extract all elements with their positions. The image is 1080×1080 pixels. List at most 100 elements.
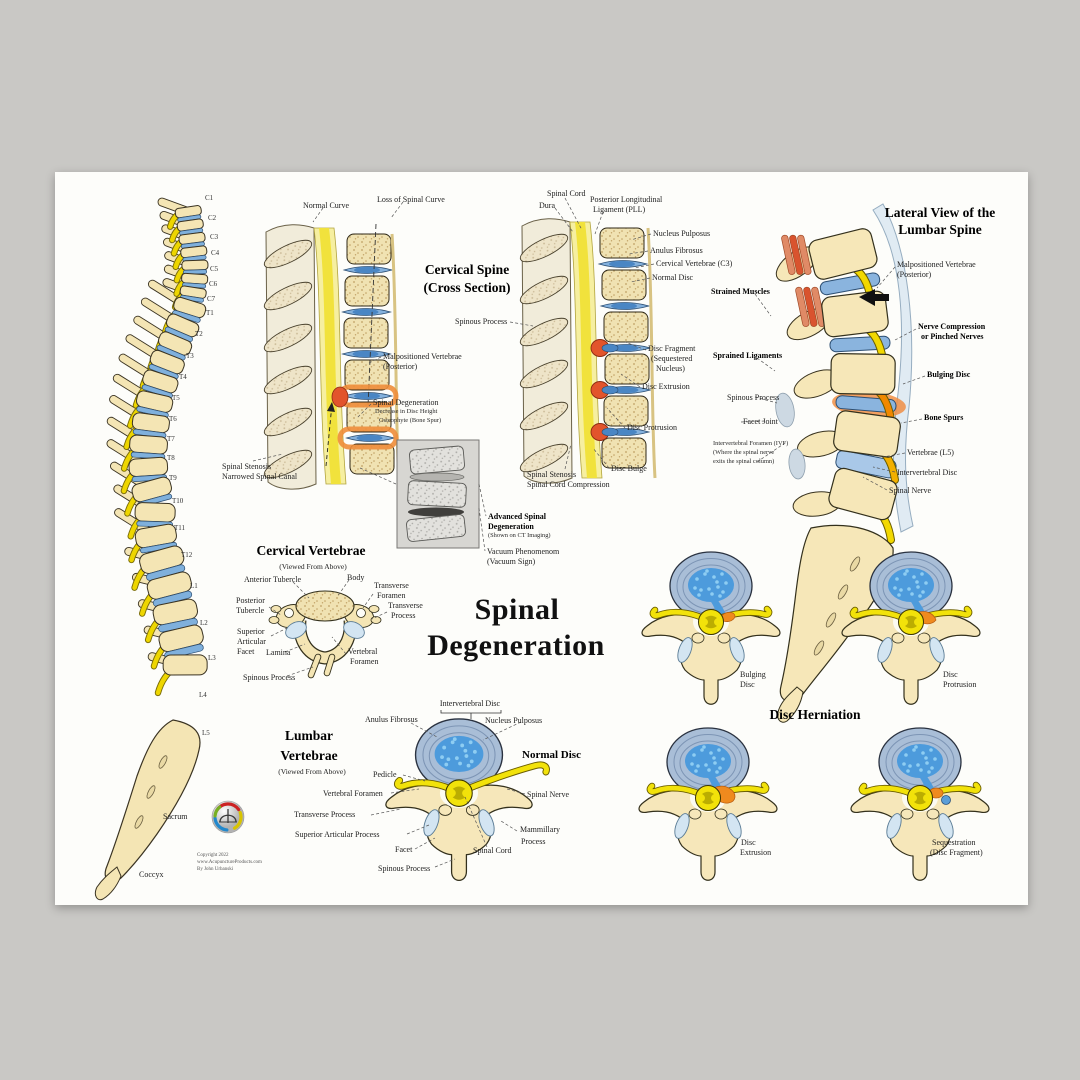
bulging-disc-illustration	[641, 551, 781, 705]
label-spinal-nerve: Spinal Nerve	[527, 790, 569, 799]
label-sacrum: Sacrum	[163, 812, 188, 821]
spine-level-label: C1	[205, 194, 214, 202]
main-title-line-2: Degeneration	[427, 629, 605, 662]
label-mammillary-1: Mammillary	[520, 825, 560, 834]
label-spinal-cord: Spinal Cord	[473, 846, 512, 855]
label-stenosis-2: Spinal Cord Compression	[527, 480, 610, 489]
spine-level-label: T10	[172, 497, 184, 505]
label-lamina: Lamina	[266, 648, 291, 657]
label-transverse-foramen-1: Transverse	[374, 581, 409, 590]
spine-level-label: T6	[169, 415, 177, 423]
label-mammillary-2: Process	[521, 837, 546, 846]
spine-level-label: T4	[179, 373, 187, 381]
label-spinous-process: Spinous Process	[727, 393, 780, 402]
label-advanced-1: Advanced Spinal	[488, 512, 547, 521]
label-spinal-cord: Spinal Cord	[547, 189, 586, 198]
cervical-cross-section-2	[519, 218, 657, 484]
lumbar-vertebrae-subtitle: (Viewed From Above)	[278, 767, 346, 776]
spine-level-label: C6	[209, 280, 218, 288]
copyright-line-2: www.AcupunctureProducts.com	[197, 860, 262, 865]
label-pedicle: Pedicle	[373, 770, 397, 779]
cervical-vertebrae-subtitle: (Viewed From Above)	[279, 562, 347, 571]
label-stenosis-1: Spinal Stenosis	[527, 470, 577, 479]
label-advanced-3: (Shown on CT Imaging)	[488, 532, 551, 539]
cervical-cross-section-title-1: Cervical Spine	[424, 262, 510, 277]
normal-disc-illustration	[385, 718, 550, 881]
label-anterior-tubercle: Anterior Tubercle	[244, 575, 302, 584]
label-strained-muscles: Strained Muscles	[711, 287, 770, 296]
label-dura: Dura	[539, 201, 555, 210]
label-superior-articular-process: Superior Articular Process	[295, 830, 380, 839]
label-extrusion-1: Disc	[741, 838, 756, 847]
label-posterior-tubercle-2: Tubercle	[236, 606, 265, 615]
label-disc-bulge: Disc Bulge	[611, 464, 647, 473]
label-transverse-process-1: Transverse	[388, 601, 423, 610]
label-sequestration-1: Sequestration	[932, 838, 976, 847]
label-pll-2: Ligament (PLL)	[593, 205, 646, 214]
label-nucleus-pulposus: Nucleus Pulposus	[653, 229, 711, 238]
label-degeneration-1: Spinal Degeneration	[373, 398, 439, 407]
spine-level-label: C2	[208, 214, 217, 222]
label-transverse-foramen-2: Foramen	[377, 591, 406, 600]
normal-disc-label: Normal Disc	[522, 749, 581, 761]
cervical-vertebra-top-view	[268, 590, 382, 679]
label-malpositioned-2: (Posterior)	[897, 270, 932, 279]
spine-level-label: L3	[208, 654, 216, 662]
label-coccyx: Coccyx	[139, 870, 164, 879]
label-ivf-3: exits the spinal column)	[713, 458, 775, 465]
label-extrusion-2: Extrusion	[740, 848, 772, 857]
label-bulging-1: Bulging	[740, 670, 766, 679]
label-normal-curve: Normal Curve	[303, 201, 349, 210]
spine-level-label: T8	[167, 454, 175, 462]
label-nucleus-pulposus: Nucleus Pulposus	[485, 716, 543, 725]
copyright-line-3: By John Urbanski	[197, 867, 234, 872]
label-nerve-compression-2: or Pinched Nerves	[921, 332, 984, 341]
label-superior-2: Articular	[237, 637, 266, 646]
label-loss-of-spinal-curve: Loss of Spinal Curve	[377, 195, 445, 204]
spine-level-label: L5	[202, 729, 210, 737]
label-advanced-2: Degeneration	[488, 522, 534, 531]
spine-level-label: C7	[207, 295, 216, 303]
label-vacuum-2: (Vacuum Sign)	[487, 557, 536, 566]
label-malpositioned-1: Malpositioned Vertebrae	[383, 352, 462, 361]
spine-level-label: T3	[186, 352, 194, 360]
label-spinous-process: Spinous Process	[378, 864, 431, 873]
spine-level-label: T12	[181, 551, 193, 559]
ct-imaging-inset	[396, 439, 480, 549]
spine-level-label: L1	[190, 582, 198, 590]
label-protrusion-2: Protrusion	[943, 680, 977, 689]
lateral-lumbar-illustration	[775, 203, 914, 723]
copyright-line-1: Copyright 2022	[197, 853, 229, 858]
spine-level-label: T9	[169, 474, 177, 482]
lumbar-vertebrae-title-1: Lumbar	[284, 728, 334, 743]
leader-lines	[252, 197, 926, 868]
full-spine-lateral-illustration	[94, 197, 209, 901]
label-disc-fragment-1: Disc Fragment	[648, 344, 696, 353]
label-spinal-nerve: Spinal Nerve	[889, 486, 931, 495]
spine-level-label: T5	[172, 394, 180, 402]
label-stenosis-2: Narrowed Spinal Canal	[222, 472, 298, 481]
label-facet: Facet	[395, 845, 413, 854]
label-anulus-fibrosus: Anulus Fibrosus	[650, 246, 703, 255]
spine-level-label: C5	[210, 265, 219, 273]
label-degeneration-2: Decrease in Disc Height	[375, 408, 438, 415]
poster-labels: Cervical Spine (Cross Section) Lateral V…	[55, 172, 1028, 905]
spine-level-label: T2	[195, 330, 203, 338]
label-ivf-1: Intervertebral Foramen (IVF)	[713, 440, 789, 447]
spine-level-label: C3	[210, 233, 219, 241]
label-superior-3: Facet	[237, 647, 255, 656]
sequestration-illustration	[850, 727, 990, 881]
label-vacuum-1: Vacuum Phenomenom	[487, 547, 560, 556]
label-vertebral-foramen-1: Vertebral	[348, 647, 378, 656]
poster-artwork	[94, 197, 990, 901]
label-sprained-ligaments: Sprained Ligaments	[713, 351, 783, 360]
label-superior-1: Superior	[237, 627, 265, 636]
label-spinous-process: Spinous Process	[243, 673, 296, 682]
label-anulus-fibrosus: Anulus Fibrosus	[365, 715, 418, 724]
label-disc-protrusion: Disc Protrusion	[627, 423, 677, 432]
spine-level-label: L4	[199, 691, 207, 699]
label-facet-joint: Facet Joint	[743, 417, 778, 426]
lateral-lumbar-title-2: Lumbar Spine	[898, 222, 982, 237]
cervical-cross-section-1	[263, 223, 401, 490]
